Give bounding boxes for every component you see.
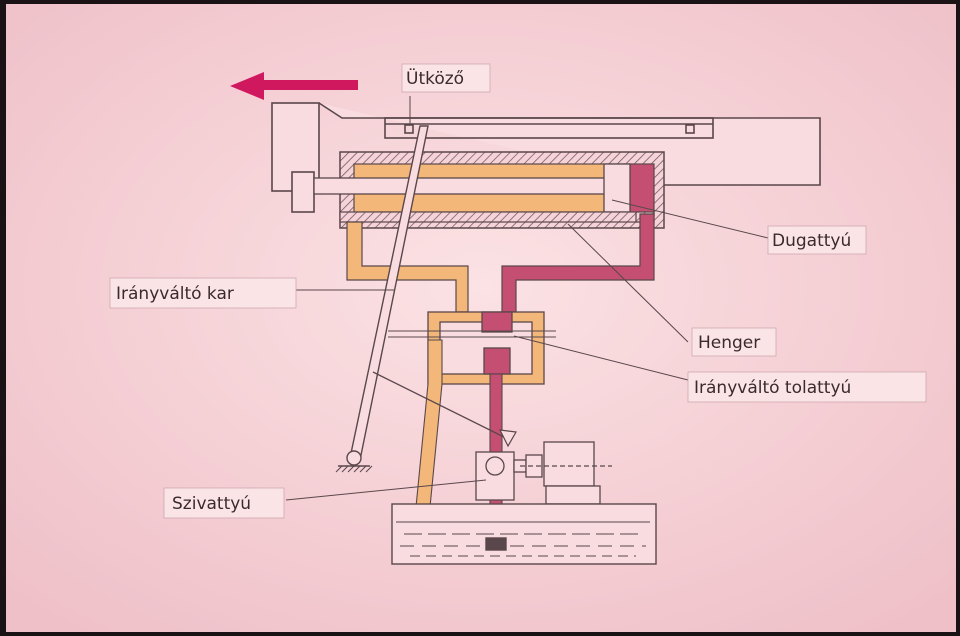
svg-text:Henger: Henger — [698, 333, 760, 353]
oil-tank — [391, 503, 657, 565]
svg-text:Irányváltó kar: Irányváltó kar — [116, 284, 234, 304]
label-pump: Szivattyú — [163, 487, 285, 519]
svg-text:Dugattyú: Dugattyú — [772, 231, 851, 251]
label-cylinder: Henger — [691, 327, 777, 357]
svg-text:Ütköző: Ütköző — [406, 67, 464, 89]
leader-lines — [285, 96, 769, 501]
reversing-lever — [335, 125, 517, 473]
svg-text:Irányváltó tolattyú: Irányváltó tolattyú — [694, 378, 851, 398]
label-reversing-valve: Irányváltó tolattyú — [687, 371, 927, 403]
svg-text:Szivattyú: Szivattyú — [172, 494, 251, 514]
left-arrow-icon — [230, 72, 358, 100]
label-stop: Ütköző — [401, 63, 491, 93]
label-reversing-lever: Irányváltó kar — [109, 277, 297, 309]
piston — [313, 163, 631, 213]
reversing-valve — [388, 311, 556, 385]
label-piston: Dugattyú — [767, 225, 867, 255]
cylinder-lower-wall — [339, 211, 641, 223]
pump — [475, 441, 612, 505]
machine-table — [271, 102, 821, 213]
